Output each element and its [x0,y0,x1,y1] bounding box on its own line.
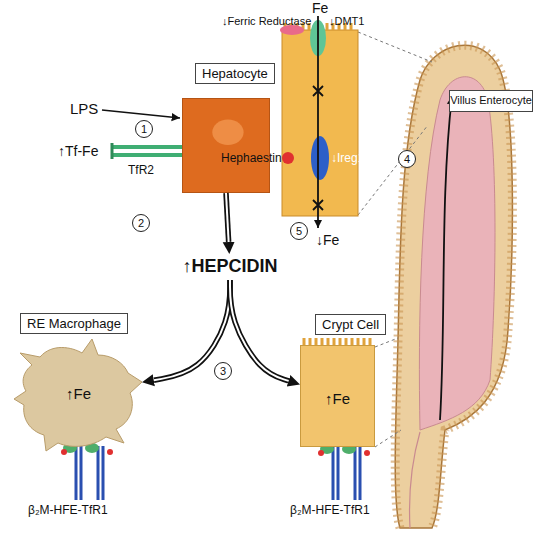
villus-core [419,77,495,430]
receptor-label: β₂M-HFE-TfR1 [290,503,370,517]
migration-arrow [440,96,452,420]
villus-cell-texture [395,45,512,528]
double-line-connector [230,280,289,381]
protein-label: Hephaestin [221,151,282,165]
nucleus [212,120,243,145]
node-title: Crypt Cell [315,314,386,335]
stimulus-label: LPS [70,100,98,117]
macrophage-outline [14,339,142,451]
hepatocyte-cell: Hepatocyte [182,98,270,193]
node-title: Villus Enterocyte [450,94,532,106]
callout-number: 2 [132,214,150,232]
callout-number: 3 [214,362,232,380]
hormone-label: ↑HEPCIDIN [160,254,300,280]
connector-group [226,193,229,242]
block-mark [313,86,323,210]
connector-core [226,193,229,242]
callout-number: 4 [398,150,416,168]
crypt-lumen [409,432,420,528]
connector-group [230,280,289,381]
element-label: Fe [312,0,328,16]
cell-label-box: Villus Enterocyte [449,90,533,112]
connector-core [230,280,289,381]
node-shape [183,99,269,192]
node-text: ↑Fe [325,390,350,407]
callout-number: 5 [290,222,308,240]
hfe-tfr1-receptor [76,446,360,500]
receptor-cap [111,143,114,159]
villus-outline [395,45,512,528]
iron-path [317,16,319,228]
b2m-dot [61,449,67,455]
ligand-label: ↑Tf-Fe [58,143,98,159]
signal-arrow [102,110,180,118]
callout-number: 1 [135,120,153,138]
double-line-connector [226,193,229,242]
b2m-dot [364,450,370,456]
protein-label: ↓DMT1 [329,15,364,27]
node-text: ↑Fe [66,385,91,402]
macrophage-cell: RE Macrophage↑Fe [12,335,142,453]
b2m-dot [318,450,324,456]
receptor-label: TfR2 [128,163,154,177]
enterocyte-cell [282,30,358,216]
b2m-dot [107,449,113,455]
node-title: Hepatocyte [195,63,275,84]
protein-label: ↓Ferric Reductase [222,15,311,27]
node-title: RE Macrophage [20,313,128,334]
protein-label: ↓Ireg1 [331,151,364,165]
ireg1-transporter [311,136,329,180]
crypt-cell: Crypt Cell↑Fe [300,345,375,447]
node-title: ↑HEPCIDIN [160,256,300,277]
element-label: ↓Fe [316,232,339,248]
hephaestin-dot [282,152,294,164]
microvilli [304,338,370,345]
receptor-label: β₂M-HFE-TfR1 [28,503,108,517]
tfr2-receptor [112,147,182,155]
